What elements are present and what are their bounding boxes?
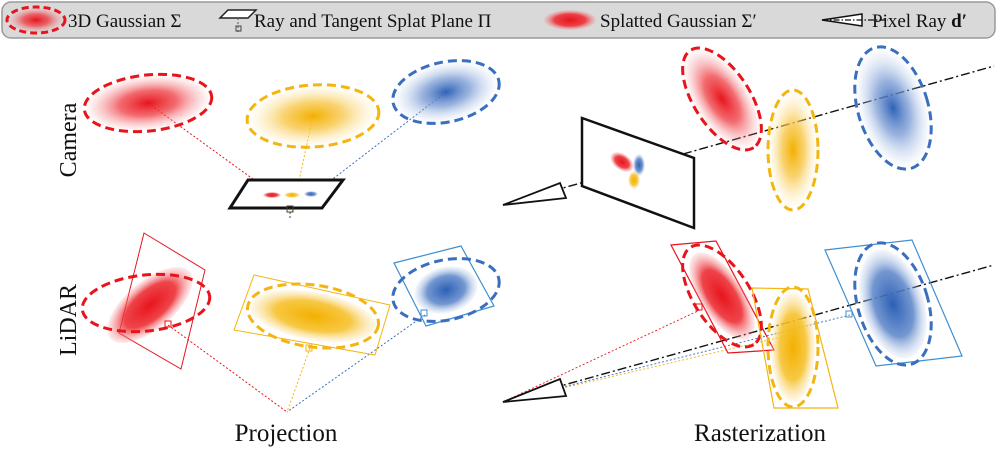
camera-frustum-icon: [502, 181, 568, 206]
tangent-marker-blue-raster: [845, 310, 853, 318]
legend-tangent-plane-label: Ray and Tangent Splat Plane Π: [254, 11, 492, 32]
legend-pixel-ray-label: Pixel Ray d′: [872, 11, 967, 32]
lidar-raster-ray-red: [502, 309, 701, 403]
gaussian-3d-red-lidar-raster: [681, 243, 763, 349]
gaussian-3d-red-lidar: [80, 272, 212, 334]
splat-red-raster: [610, 152, 634, 172]
tangent-marker-red: [164, 320, 172, 328]
splat-blue: [304, 191, 318, 197]
lidar-sensor-icon: [502, 377, 568, 403]
tangent-plane-blue: [393, 245, 495, 327]
gaussian-3d-blue: [391, 59, 501, 125]
gaussian-3d-red-raster: [681, 46, 763, 152]
splat-yellow: [284, 192, 300, 198]
legend-pixel-ray: Pixel Ray d′: [821, 11, 967, 32]
lidar-projection-panel: [80, 232, 501, 413]
lidar-ray-blue: [286, 314, 426, 413]
tangent-plane-yellow: [233, 274, 391, 356]
splat-blue-raster: [633, 154, 645, 176]
legend-splatted-gaussian-label: Splatted Gaussian Σ′: [600, 11, 757, 32]
row-label-lidar: LiDAR: [56, 284, 82, 356]
gaussian-3d-yellow-lidar: [246, 282, 380, 350]
gaussian-3d-yellow-lidar-raster: [766, 285, 820, 409]
legend: 3D Gaussian Σ Ray and Tangent Splat Plan…: [1, 1, 996, 39]
splatted-blue-raster: [859, 249, 927, 359]
splatted-blue-lidar: [414, 266, 478, 314]
legend-3d-gaussian-label: 3D Gaussian Σ: [68, 11, 181, 32]
camera-center-marker: [286, 205, 294, 213]
legend-splatted-gaussian: Splatted Gaussian Σ′: [544, 10, 757, 32]
lidar-ray-yellow: [286, 347, 311, 413]
camera-projection-panel: [82, 59, 501, 220]
gaussian-3d-blue-lidar: [391, 257, 501, 323]
column-label-projection: Projection: [235, 420, 338, 447]
lidar-ray-red: [167, 324, 288, 413]
splatted-red-raster: [689, 252, 755, 340]
splatted-yellow-lidar: [249, 289, 377, 343]
legend-tangent-plane: Ray and Tangent Splat Plane Π: [218, 9, 492, 33]
gaussian-3d-icon: [5, 5, 67, 35]
row-label-camera: Camera: [56, 102, 82, 177]
tangent-marker-red-raster: [695, 303, 703, 311]
splatted-red-lidar: [107, 266, 193, 344]
camera-rasterization-panel: [502, 45, 995, 230]
splatted-yellow-raster: [771, 292, 815, 402]
splatted-gaussian-icon: [544, 10, 596, 30]
gaussian-3d-blue-lidar-raster: [853, 241, 933, 367]
splat-yellow-raster: [628, 171, 640, 189]
splat-red: [263, 192, 281, 198]
gaussian-3d-yellow-raster: [766, 88, 820, 212]
gaussian-3d-red: [82, 72, 214, 134]
tangent-marker-blue: [420, 309, 428, 317]
gaussian-3d-yellow: [245, 83, 381, 149]
legend-3d-gaussian: 3D Gaussian Σ: [5, 5, 181, 35]
gaussian-3d-blue-raster: [853, 45, 933, 171]
tangent-plane-icon: [218, 9, 258, 33]
pixel-ray-icon: [821, 13, 888, 27]
lidar-rasterization-panel: [502, 239, 995, 409]
tangent-marker-yellow: [305, 344, 313, 352]
column-label-rasterization: Rasterization: [694, 420, 826, 447]
